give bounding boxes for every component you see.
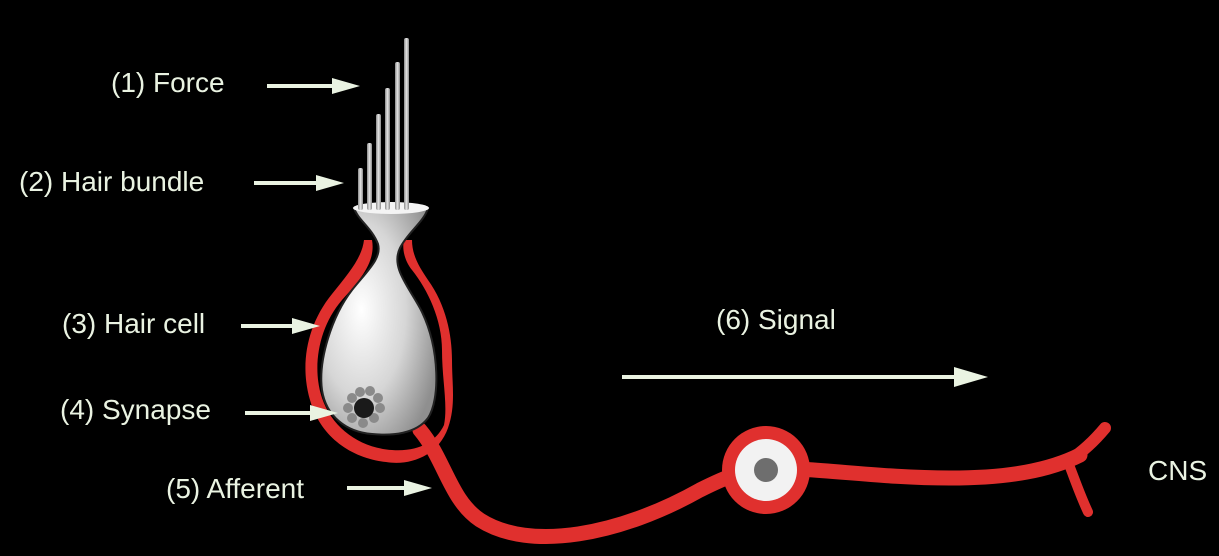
- hair-cell: [320, 202, 438, 436]
- hair-bundle: [358, 38, 409, 210]
- afferent-arrow: [347, 480, 432, 496]
- hair-bundle-arrow: [254, 175, 344, 191]
- axon-branch-lower: [1063, 457, 1093, 517]
- hair-cell-arrow: [241, 318, 320, 334]
- cns-label: CNS: [1148, 455, 1208, 486]
- hair-cell-label: (3) Hair cell: [62, 308, 206, 339]
- hair-cell-body: [320, 206, 438, 436]
- pointer-arrows: [241, 78, 988, 496]
- force-arrow: [267, 78, 360, 94]
- signal-label: (6) Signal: [716, 304, 836, 335]
- synapse-arrow: [245, 405, 338, 421]
- afferent-cup: [305, 240, 453, 463]
- neuron-nucleus: [754, 458, 778, 482]
- synaptic-ribbon: [354, 398, 374, 418]
- synapse: [343, 386, 385, 428]
- cuticular-plate: [353, 202, 429, 214]
- force-label: (1) Force: [111, 67, 225, 98]
- afferent-neuron: [305, 240, 1111, 544]
- signal-arrow: [622, 367, 988, 387]
- axon-branch-upper: [1064, 422, 1111, 466]
- hair-bundle-label: (2) Hair bundle: [19, 166, 205, 197]
- synapse-label: (4) Synapse: [60, 394, 211, 425]
- afferent-label: (5) Afferent: [166, 473, 305, 504]
